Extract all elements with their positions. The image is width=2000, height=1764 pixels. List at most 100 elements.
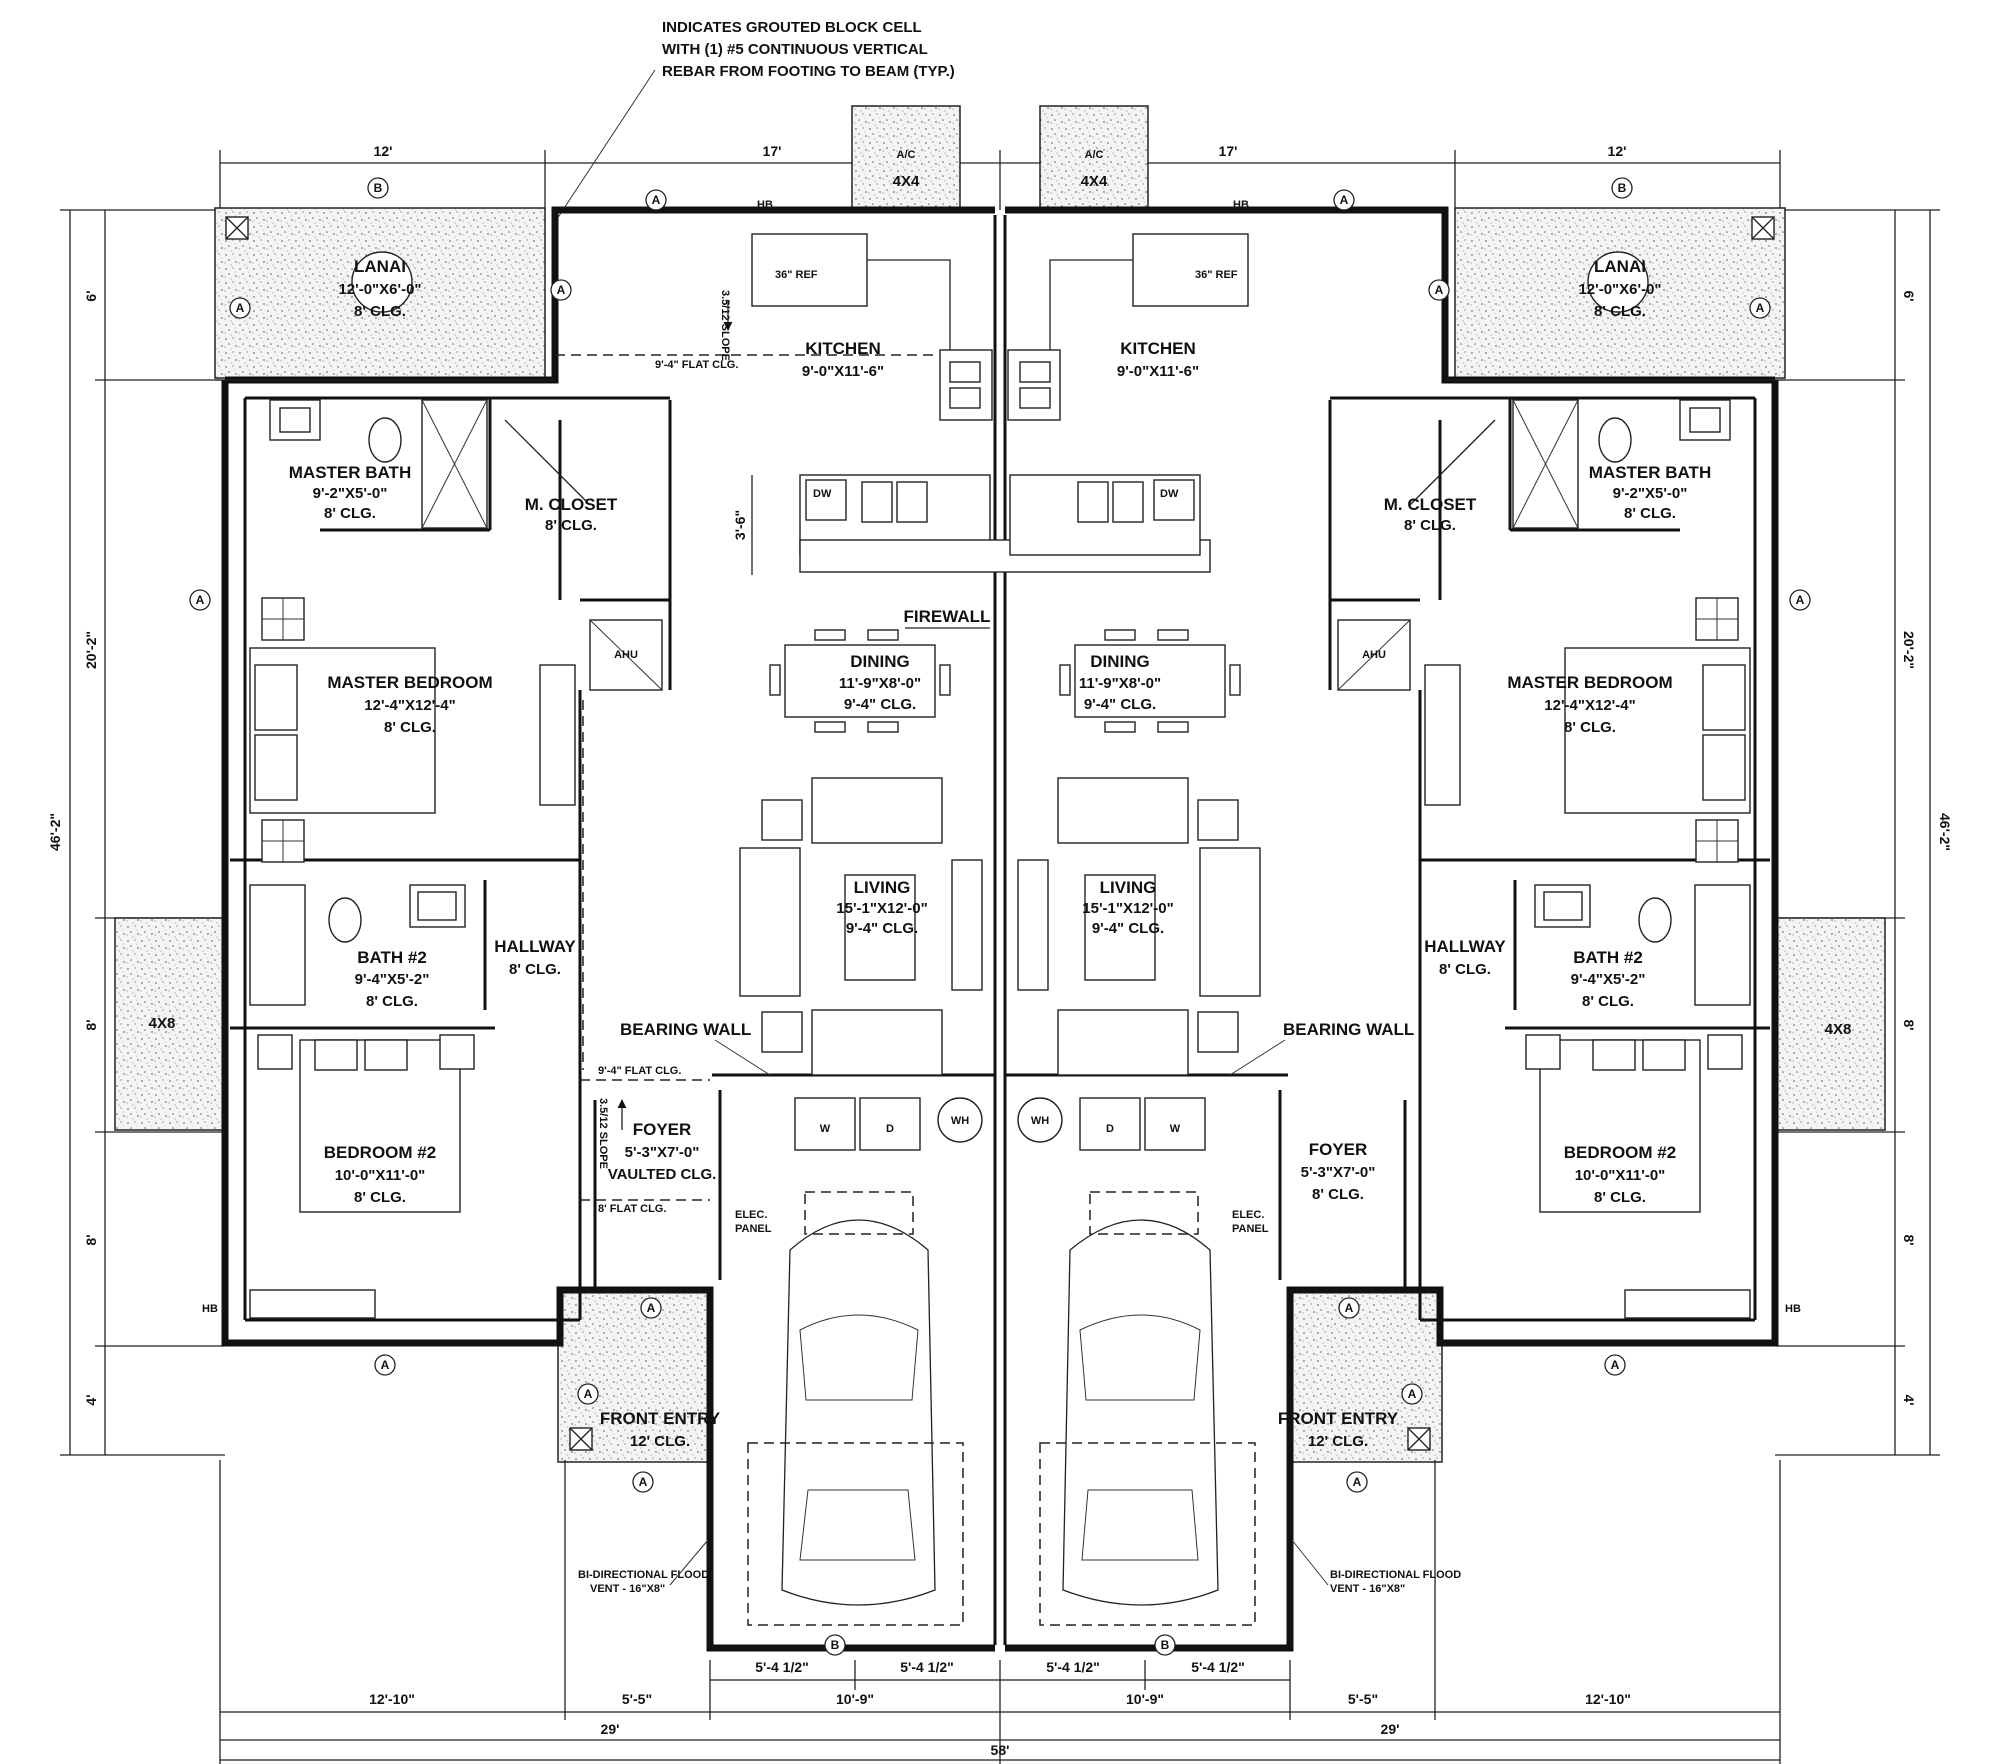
pad-right: 4X8	[1776, 917, 1886, 1131]
panel-left: PANEL	[735, 1223, 772, 1235]
bath2-right: BATH #2 9'-4"X5'-2" 8' CLG.	[1534, 884, 1751, 1010]
master-bath-left: MASTER BATH 9'-2"X5'-0" 8' CLG.	[269, 399, 488, 529]
top-dimensions: 12' 17' 17' 12'	[219, 143, 1781, 210]
ac-label-left: A/C	[897, 149, 916, 161]
foyer-left-clg: VAULTED CLG.	[608, 1166, 717, 1183]
master-bedroom-left-clg: 8' CLG.	[384, 719, 436, 736]
dining-left-name: DINING	[850, 652, 910, 671]
tag-a-2: A	[1340, 193, 1349, 207]
wh-right: WH	[1031, 1115, 1049, 1127]
rebar-note-line2: WITH (1) #5 CONTINUOUS VERTICAL	[662, 41, 928, 58]
left-dimensions: 6' 20'-2" 46'-2" 8' 8' 4'	[47, 209, 225, 1456]
dim-top-left: 12'	[374, 143, 393, 159]
bath2-left-clg: 8' CLG.	[366, 993, 418, 1010]
tag-b-4: B	[1161, 1638, 1170, 1652]
right-dimensions: 6' 20'-2" 46'-2" 8' 8' 4'	[1775, 209, 1953, 1456]
pad-left: 4X8	[114, 917, 224, 1131]
hallway-left-name: HALLWAY	[494, 937, 576, 956]
living-right-name: LIVING	[1100, 878, 1157, 897]
kitchen-right-name: KITCHEN	[1120, 339, 1196, 358]
dim-left-8b: 8'	[83, 1234, 99, 1245]
tag-a-11: A	[647, 1301, 656, 1315]
tag-a-5: A	[1435, 283, 1444, 297]
dim-left-4: 4'	[83, 1394, 99, 1405]
pad-right-size: 4X8	[1825, 1021, 1852, 1038]
ac-label-right: A/C	[1085, 149, 1104, 161]
hb-right: HB	[1785, 1303, 1801, 1315]
hb-left: HB	[202, 1303, 218, 1315]
tag-a-12: A	[1345, 1301, 1354, 1315]
dim-bottom-i: 5'-5"	[1348, 1691, 1378, 1707]
bath2-right-clg: 8' CLG.	[1582, 993, 1634, 1010]
dim-top-mid-left: 17'	[763, 143, 782, 159]
firewall: FIREWALL	[904, 215, 1007, 1645]
slope-top-left: 3.5/12 SLOPE	[719, 290, 731, 361]
living-right-size: 15'-1"X12'-0"	[1082, 900, 1173, 917]
foyer-left-size: 5'-3"X7'-0"	[625, 1144, 700, 1161]
dim-right-4: 4'	[1901, 1394, 1917, 1405]
master-bedroom-right-clg: 8' CLG.	[1564, 719, 1616, 736]
bedroom2-left-name: BEDROOM #2	[324, 1143, 436, 1162]
dim-right-6: 6'	[1901, 290, 1917, 301]
master-bath-left-name: MASTER BATH	[289, 463, 411, 482]
dining-right-name: DINING	[1090, 652, 1150, 671]
kitchen-left-size: 9'-0"X11'-6"	[802, 363, 884, 380]
hb-top-left: HB	[757, 199, 773, 211]
ac-size-left: 4X4	[893, 173, 920, 190]
bearing-wall-right: BEARING WALL	[1283, 1020, 1414, 1039]
tag-a-3: A	[236, 301, 245, 315]
ac-pad-right: A/C 4X4	[1039, 105, 1149, 213]
dryer-right: D	[1106, 1123, 1114, 1135]
dim-right-20: 20'-2"	[1901, 631, 1917, 669]
bath2-right-size: 9'-4"X5'-2"	[1571, 971, 1646, 988]
ahu-right: AHU	[1337, 619, 1411, 691]
foyer-right-clg: 8' CLG.	[1312, 1186, 1364, 1203]
lanai-right-clg: 8' CLG.	[1594, 303, 1646, 320]
m-closet-right-clg: 8' CLG.	[1404, 517, 1456, 534]
dining-left-size: 11'-9"X8'-0"	[839, 675, 921, 692]
ref-right: 36" REF	[1195, 269, 1238, 281]
dim-left-46: 46'-2"	[47, 813, 63, 851]
lanai-left-clg: 8' CLG.	[354, 303, 406, 320]
living-left-name: LIVING	[854, 878, 911, 897]
flood-vent-right-2: VENT - 16"X8"	[1330, 1583, 1405, 1595]
front-entry-left: FRONT ENTRY 12' CLG.	[557, 1291, 721, 1463]
dim-bottom-half-right: 29'	[1381, 1721, 1400, 1737]
m-closet-left-clg: 8' CLG.	[545, 517, 597, 534]
master-bedroom-left: MASTER BEDROOM 12'-4"X12'-4" 8' CLG.	[249, 597, 576, 863]
dim-bottom-h: 5'-4 1/2"	[1191, 1659, 1245, 1675]
bedroom2-right-size: 10'-0"X11'-0"	[1575, 1167, 1666, 1184]
lanai-left-size: 12'-0"X6'-0"	[338, 281, 421, 298]
car-right	[1039, 1191, 1256, 1626]
elec-left: ELEC.	[735, 1209, 767, 1221]
hallway-left-clg: 8' CLG.	[509, 961, 561, 978]
tag-a-16: A	[1353, 1475, 1362, 1489]
foyer-right-size: 5'-3"X7'-0"	[1301, 1164, 1376, 1181]
living-left: LIVING 15'-1"X12'-0" 9'-4" CLG.	[739, 777, 983, 1076]
dim-left-20: 20'-2"	[83, 631, 99, 669]
dim-left-6: 6'	[83, 290, 99, 301]
front-entry-left-clg: 12' CLG.	[630, 1433, 690, 1450]
living-right-clg: 9'-4" CLG.	[1092, 920, 1164, 937]
dim-bottom-g: 10'-9"	[1126, 1691, 1164, 1707]
tag-a-14: A	[1408, 1387, 1417, 1401]
master-bath-right-name: MASTER BATH	[1589, 463, 1711, 482]
bottom-dimensions: 5'-4 1/2" 5'-4 1/2" 5'-4 1/2" 5'-4 1/2" …	[219, 1460, 1781, 1764]
ahu-left: AHU	[589, 619, 663, 691]
tag-b-3: B	[831, 1638, 840, 1652]
washer-right: W	[1170, 1123, 1181, 1135]
laundry-right: D W WH ELEC. PANEL	[1017, 1097, 1269, 1235]
tag-b-1: B	[374, 181, 383, 195]
dim-right-8b: 8'	[1901, 1234, 1917, 1245]
flat-clg-left-2: 9'-4" FLAT CLG.	[598, 1065, 681, 1077]
hallway-right-clg: 8' CLG.	[1439, 961, 1491, 978]
master-bedroom-right-name: MASTER BEDROOM	[1507, 673, 1672, 692]
tag-a-9: A	[381, 1358, 390, 1372]
bearing-wall-left: BEARING WALL	[620, 1020, 751, 1039]
firewall-label: FIREWALL	[904, 607, 991, 626]
tag-a-10: A	[1611, 1358, 1620, 1372]
dim-left-8a: 8'	[83, 1019, 99, 1030]
bath2-right-name: BATH #2	[1573, 948, 1643, 967]
dim-bottom-b: 5'-5"	[622, 1691, 652, 1707]
